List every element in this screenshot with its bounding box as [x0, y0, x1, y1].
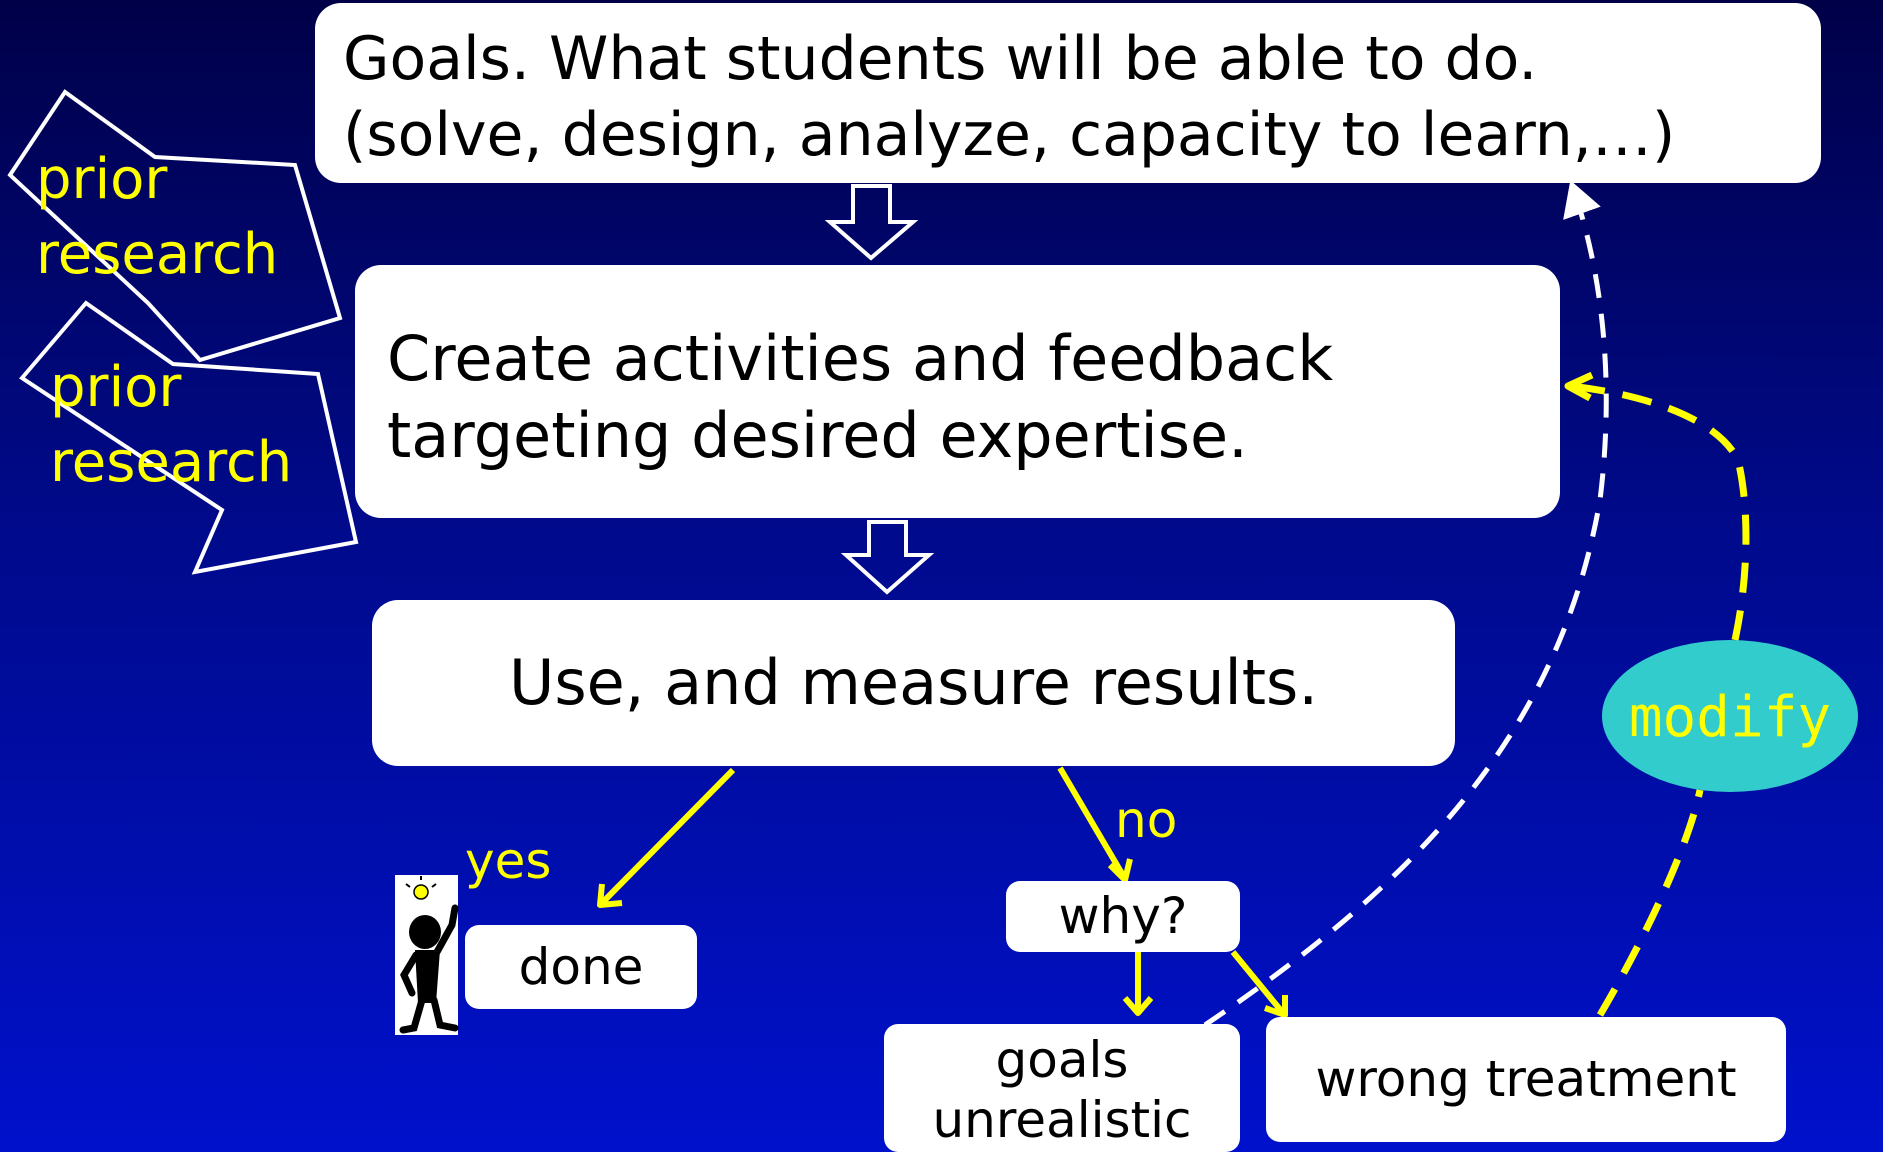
- modify-label: modify: [1628, 685, 1832, 750]
- prior-research-arrow-1: [7, 89, 343, 363]
- prior-research-label-2: prior research: [50, 350, 292, 500]
- why-box: why?: [1006, 881, 1240, 952]
- goals-unrealistic-box: goals unrealistic: [884, 1024, 1240, 1152]
- why-to-treatment-arrow: [1230, 950, 1286, 1015]
- down-arrow-1: [824, 184, 919, 261]
- goals-box-line-2: (solve, design, analyze, capacity to lea…: [343, 100, 1676, 170]
- goals-box-line-1: Goals. What students will be able to do.: [343, 24, 1538, 94]
- done-box: done: [465, 925, 697, 1009]
- down-arrow-2: [840, 520, 935, 595]
- yes-label: yes: [465, 832, 552, 890]
- prior-research-2-line-1: prior: [50, 355, 182, 420]
- prior-research-1-line-2: research: [36, 222, 279, 287]
- dashed-return-to-goals: [1203, 180, 1609, 1028]
- goals-unrealistic-line-2: unrealistic: [932, 1091, 1192, 1149]
- person-with-lightbulb-icon: [395, 875, 459, 1035]
- use-measure-text: Use, and measure results.: [508, 646, 1319, 719]
- no-arrow: [1057, 766, 1127, 879]
- prior-research-2-line-2: research: [50, 430, 293, 495]
- goals-box: Goals. What students will be able to do.…: [315, 3, 1821, 183]
- done-text: done: [518, 938, 644, 996]
- modify-ellipse: [1602, 640, 1858, 792]
- yes-arrow: [599, 767, 736, 906]
- create-box-line-1: Create activities and feedback: [387, 322, 1334, 395]
- goals-unrealistic-line-1: goals: [995, 1031, 1129, 1089]
- create-box-line-2: targeting desired expertise.: [387, 399, 1248, 472]
- wrong-treatment-text: wrong treatment: [1315, 1050, 1737, 1108]
- create-activities-box: Create activities and feedback targeting…: [355, 265, 1560, 518]
- dashed-modify-loop: [1569, 382, 1750, 1017]
- prior-research-1-line-1: prior: [36, 147, 168, 212]
- why-text: why?: [1058, 887, 1188, 945]
- wrong-treatment-box: wrong treatment: [1266, 1017, 1786, 1142]
- prior-research-arrow-2: [19, 300, 359, 575]
- prior-research-label-1: prior research: [36, 142, 278, 292]
- no-label: no: [1115, 791, 1178, 849]
- use-measure-box: Use, and measure results.: [372, 600, 1455, 766]
